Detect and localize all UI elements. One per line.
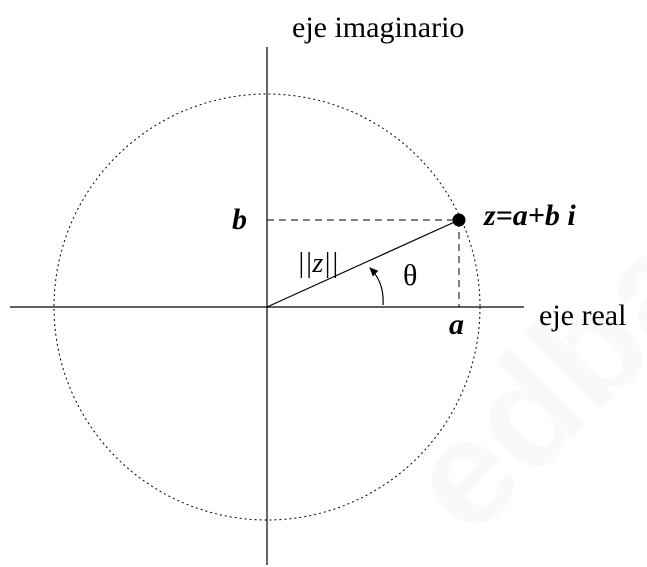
- angle-arc: [369, 267, 384, 306]
- modulus-label: ||z||: [297, 248, 339, 279]
- theta-label: θ: [403, 259, 417, 292]
- a-label: a: [449, 308, 464, 341]
- z-label: z=a+b i: [483, 199, 576, 232]
- imaginary-axis-label: eje imaginario: [292, 11, 464, 44]
- b-label: b: [232, 203, 247, 236]
- modulus-vector: [266, 219, 460, 308]
- real-axis-label: eje real: [539, 299, 626, 332]
- point-z: [452, 213, 466, 227]
- watermark: edba: [374, 196, 647, 563]
